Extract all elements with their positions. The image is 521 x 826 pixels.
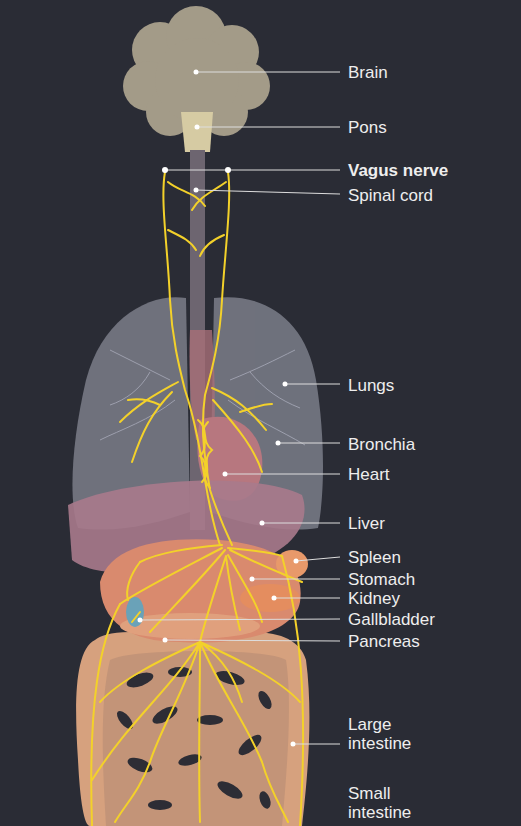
- organ-label: Pancreas: [348, 632, 420, 651]
- gallbladder-shape: [126, 597, 144, 627]
- large-intestine-shape: [76, 632, 309, 826]
- organ-label: Gallbladder: [348, 610, 435, 629]
- organ-label: Small intestine: [348, 784, 448, 822]
- organ-label: Liver: [348, 514, 385, 533]
- organ-label: Bronchia: [348, 435, 415, 454]
- leader-lines: [140, 72, 340, 744]
- organ-label: Spinal cord: [348, 186, 433, 205]
- organ-label: Kidney: [348, 589, 400, 608]
- organ-label: Pons: [348, 118, 387, 137]
- organ-label: Stomach: [348, 570, 415, 589]
- organ-label: Vagus nerve: [348, 161, 448, 180]
- stomach-shape: [100, 539, 301, 642]
- organ-label: Spleen: [348, 548, 401, 567]
- organ-label: Brain: [348, 63, 388, 82]
- organ-label: Lungs: [348, 376, 394, 395]
- leader-dots: [138, 70, 299, 747]
- organ-label: Heart: [348, 465, 390, 484]
- vagus-nerve-drawing: [91, 172, 303, 826]
- organ-label: Large intestine: [348, 715, 448, 753]
- pons-shape: [181, 112, 213, 152]
